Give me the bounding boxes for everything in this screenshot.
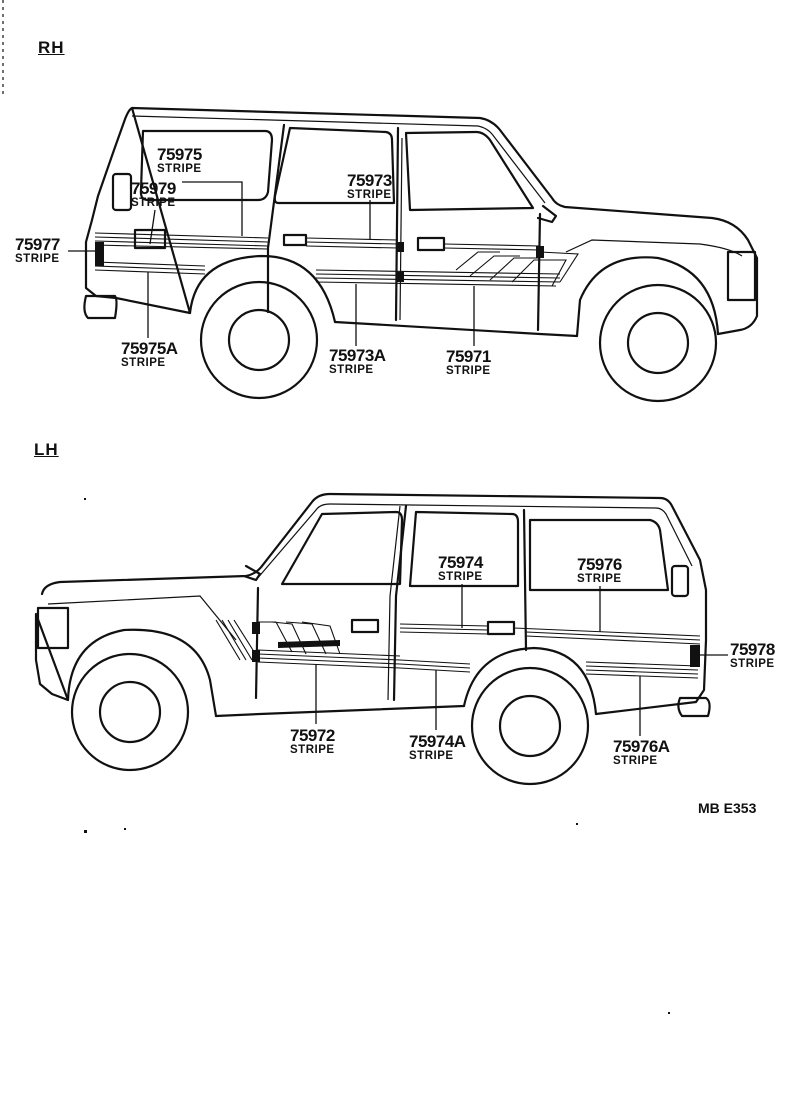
part-name: STRIPE bbox=[613, 755, 658, 767]
lh-middle-window bbox=[408, 510, 520, 588]
part-name: STRIPE bbox=[347, 189, 392, 201]
part-number: 75976 bbox=[577, 555, 622, 574]
part-number: 75975A bbox=[121, 339, 178, 358]
lh-front-hub bbox=[98, 680, 162, 744]
part-name: STRIPE bbox=[131, 197, 176, 209]
rh-front-door-line bbox=[536, 212, 542, 332]
lh-rear-decal bbox=[690, 645, 700, 667]
lh-front-window bbox=[280, 510, 404, 586]
part-name: STRIPE bbox=[409, 750, 454, 762]
rh-rear-hub bbox=[227, 308, 291, 372]
lh-handle-front bbox=[350, 618, 380, 634]
lh-center-pillar bbox=[392, 504, 408, 702]
lh-part-label: 75974A STRIPE bbox=[409, 733, 466, 763]
lh-rear-lamp bbox=[670, 564, 690, 598]
rh-front-window bbox=[404, 130, 535, 212]
rh-roof-line bbox=[131, 115, 546, 204]
lh-roof-line bbox=[255, 503, 693, 581]
part-name: STRIPE bbox=[730, 658, 775, 670]
lh-part-label: 75978 STRIPE bbox=[730, 641, 775, 671]
lh-part-label: 75974 STRIPE bbox=[438, 554, 483, 584]
rh-part-label: 75973 STRIPE bbox=[347, 172, 392, 202]
rh-rear-door-line bbox=[266, 123, 286, 314]
rh-front-arch bbox=[575, 256, 720, 338]
part-number: 75974A bbox=[409, 732, 466, 751]
rh-vehicle bbox=[68, 106, 759, 403]
rh-front-hub bbox=[626, 311, 690, 375]
part-name: STRIPE bbox=[15, 253, 60, 265]
lh-pillar-inner bbox=[387, 505, 401, 701]
part-number: 75975 bbox=[157, 145, 202, 164]
lh-section-heading: LH bbox=[34, 440, 59, 459]
rh-handle-rear bbox=[282, 233, 308, 247]
rh-part-label: 75975A STRIPE bbox=[121, 340, 178, 370]
part-name: STRIPE bbox=[446, 365, 491, 377]
part-number: 75971 bbox=[446, 347, 491, 366]
part-number: 75976A bbox=[613, 737, 670, 756]
rh-body-outline bbox=[84, 106, 759, 338]
part-number: 75977 bbox=[15, 235, 60, 254]
rh-mirror bbox=[536, 204, 558, 224]
part-number: 75974 bbox=[438, 553, 483, 572]
rh-rear-wheel bbox=[199, 280, 319, 400]
lh-headlamp bbox=[36, 606, 70, 650]
rh-center-pillar bbox=[394, 126, 400, 322]
lh-part-label: 75976 STRIPE bbox=[577, 556, 622, 586]
part-name: STRIPE bbox=[290, 744, 335, 756]
rh-rear-bumper bbox=[83, 294, 118, 320]
lh-rear-hub bbox=[498, 694, 562, 758]
lh-fender-line bbox=[47, 595, 237, 641]
drawing-code: MB E353 bbox=[698, 800, 757, 816]
part-number: 75973 bbox=[347, 171, 392, 190]
rh-rear-decal bbox=[95, 242, 104, 266]
lh-vehicle bbox=[34, 492, 728, 786]
rh-headlamp bbox=[726, 250, 757, 302]
rh-part-label: 75979 STRIPE bbox=[131, 180, 176, 210]
rh-section-heading: RH bbox=[38, 38, 65, 57]
lh-handle-rear bbox=[486, 620, 516, 636]
rh-pillar-inner bbox=[399, 137, 403, 321]
scan-specks bbox=[84, 498, 670, 1014]
part-name: STRIPE bbox=[438, 571, 483, 583]
lh-rear-arch bbox=[462, 646, 598, 716]
rh-part-label: 75975 STRIPE bbox=[157, 146, 202, 176]
rh-front-wheel bbox=[598, 283, 718, 403]
rh-rear-arch bbox=[188, 254, 337, 324]
lh-stripes bbox=[215, 619, 701, 679]
rh-part-label: 75977 STRIPE bbox=[15, 236, 60, 266]
lh-part-label: 75972 STRIPE bbox=[290, 727, 335, 757]
lh-front-wheel bbox=[70, 652, 190, 772]
lh-mirror bbox=[242, 564, 262, 582]
part-name: STRIPE bbox=[329, 364, 374, 376]
rh-rear-lamp bbox=[111, 172, 133, 212]
rh-part-label: 75973A STRIPE bbox=[329, 347, 386, 377]
rh-part-label: 75971 STRIPE bbox=[446, 348, 491, 378]
lh-front-arch bbox=[66, 628, 218, 718]
part-number: 75973A bbox=[329, 346, 386, 365]
lh-front-door-line bbox=[254, 586, 260, 700]
part-name: STRIPE bbox=[121, 357, 166, 369]
part-name: STRIPE bbox=[157, 163, 202, 175]
part-name: STRIPE bbox=[577, 573, 622, 585]
lh-body-outline bbox=[34, 492, 708, 718]
rh-rear-window bbox=[139, 129, 274, 202]
part-number: 75979 bbox=[131, 179, 176, 198]
lh-rear-door-line bbox=[522, 508, 528, 652]
part-number: 75978 bbox=[730, 640, 775, 659]
part-number: 75972 bbox=[290, 726, 335, 745]
rh-handle-front bbox=[416, 236, 446, 252]
lh-leader-lines bbox=[315, 584, 728, 736]
rh-fender-line bbox=[565, 239, 743, 257]
rh-stripes bbox=[94, 232, 579, 287]
lh-rear-wheel bbox=[470, 666, 590, 786]
rh-leader-lines bbox=[68, 181, 475, 346]
lh-part-label: 75976A STRIPE bbox=[613, 738, 670, 768]
lh-rear-bumper bbox=[677, 696, 711, 718]
lh-rear-window bbox=[528, 518, 670, 592]
